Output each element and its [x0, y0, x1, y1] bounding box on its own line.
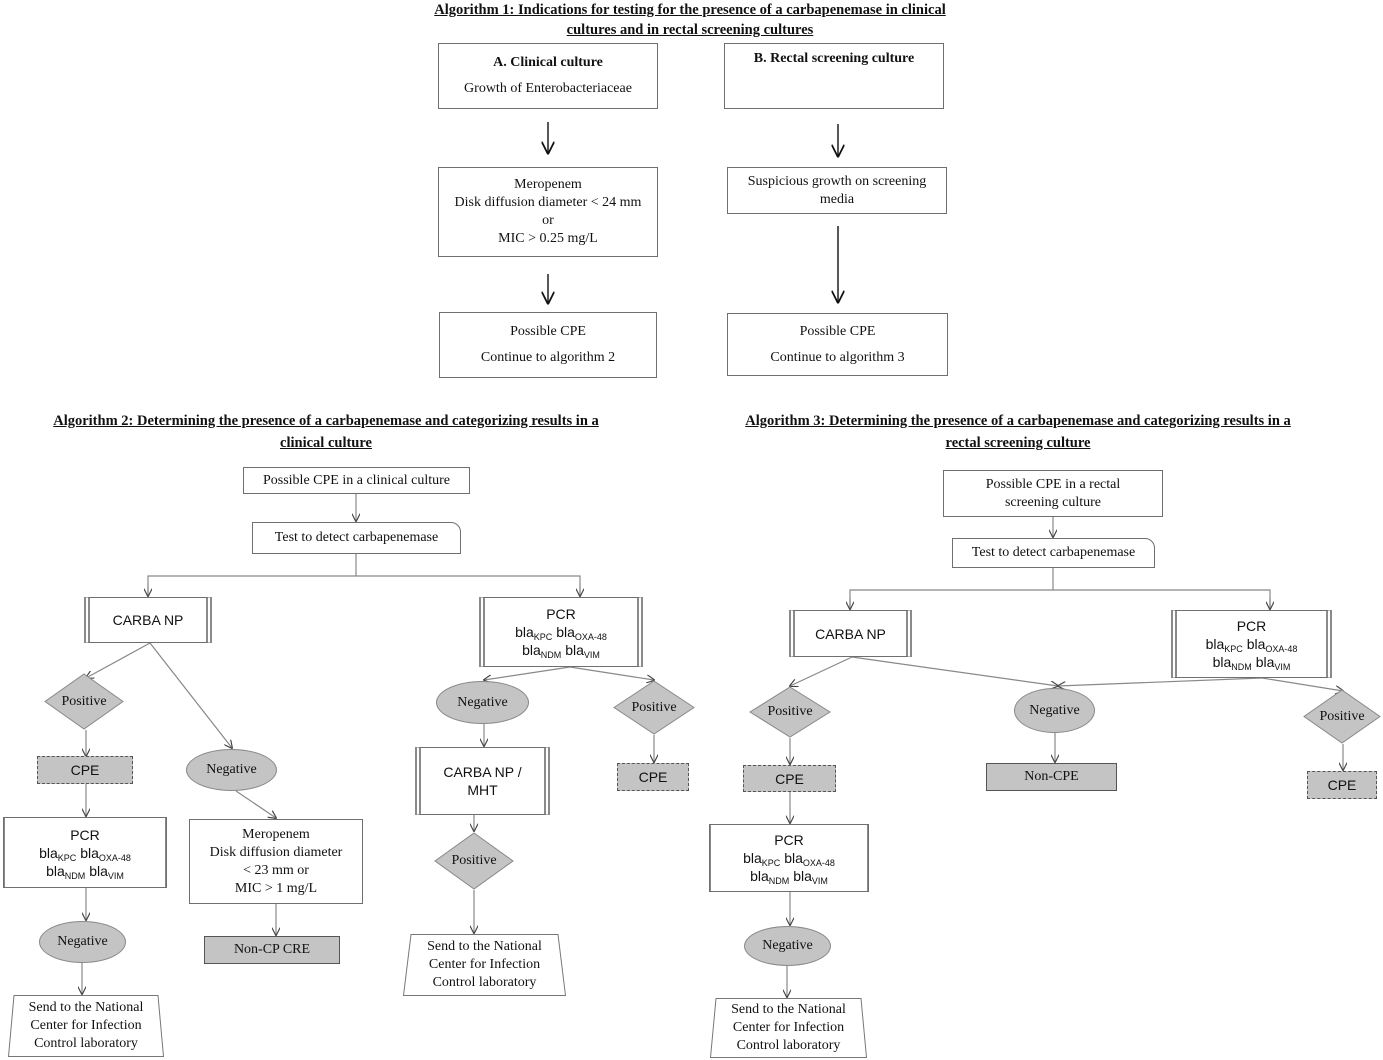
alg3-start-box: Possible CPE in a rectal screening cultu… [943, 470, 1163, 517]
alg2-start-box: Possible CPE in a clinical culture [243, 467, 470, 494]
alg2-positive-left-diamond: Positive [44, 673, 124, 730]
alg3-negative-left-oval: Negative [744, 926, 831, 966]
algorithm-2-heading: Algorithm 2: Determining the presence of… [53, 413, 599, 451]
alg3-cpe-right-box: CPE [1307, 771, 1377, 799]
alg3-test-box: Test to detect carbapenemase [952, 538, 1155, 568]
alg3-carba-np-box: CARBA NP [789, 610, 912, 657]
alg2-meropenem-box: Meropenem Disk diffusion diameter < 23 m… [189, 819, 363, 904]
alg2-carba-mht-box: CARBA NP / MHT [415, 747, 550, 815]
alg2-positive-bottom-diamond: Positive [434, 832, 514, 890]
rectal-screening-culture-box: B. Rectal screening culture [724, 43, 944, 109]
alg2-carba-np-box: CARBA NP [84, 597, 212, 643]
alg2-test-box: Test to detect carbapenemase [252, 522, 461, 554]
alg2-non-cp-cre-box: Non-CP CRE [204, 936, 340, 964]
alg2-positive-right-diamond: Positive [613, 680, 695, 735]
meropenem-criteria-box: Meropenem Disk diffusion diameter < 24 m… [438, 167, 658, 257]
clinical-culture-box: A. Clinical culture Growth of Enterobact… [438, 43, 658, 109]
alg3-negative-mid-oval: Negative [1014, 688, 1095, 733]
alg2-pcr-left-box: PCR blaKPC blaOXA-48 blaNDM blaVIM [3, 817, 167, 888]
alg2-send-right-box: Send to the National Center for Infectio… [403, 934, 566, 996]
alg2-send-left-box: Send to the National Center for Infectio… [8, 995, 164, 1057]
algorithm-1-heading: Algorithm 1: Indications for testing for… [434, 2, 946, 38]
alg3-cpe-left-box: CPE [743, 765, 836, 792]
alg3-send-box: Send to the National Center for Infectio… [710, 998, 867, 1058]
possible-cpe-rectal-box: Possible CPE Continue to algorithm 3 [727, 313, 948, 376]
alg3-positive-left-diamond: Positive [749, 686, 831, 738]
alg2-negative-right-oval: Negative [436, 681, 529, 724]
alg3-pcr-top-box: PCR blaKPC blaOXA-48 blaNDM blaVIM [1171, 610, 1332, 678]
alg2-cpe-left-box: CPE [37, 756, 133, 784]
suspicious-growth-box: Suspicious growth on screening media [727, 167, 947, 214]
alg3-pcr-left-box: PCR blaKPC blaOXA-48 blaNDM blaVIM [709, 824, 869, 892]
alg3-positive-right-diamond: Positive [1303, 689, 1381, 744]
alg2-negative-left-oval: Negative [39, 921, 126, 963]
algorithm-3-heading: Algorithm 3: Determining the presence of… [745, 413, 1291, 451]
possible-cpe-clinical-box: Possible CPE Continue to algorithm 2 [439, 312, 657, 378]
alg2-cpe-right-box: CPE [617, 763, 689, 791]
alg2-pcr-top-box: PCR blaKPC blaOXA-48 blaNDM blaVIM [479, 597, 643, 667]
alg2-negative-mid-oval: Negative [186, 749, 277, 791]
alg3-non-cpe-box: Non-CPE [986, 763, 1117, 791]
